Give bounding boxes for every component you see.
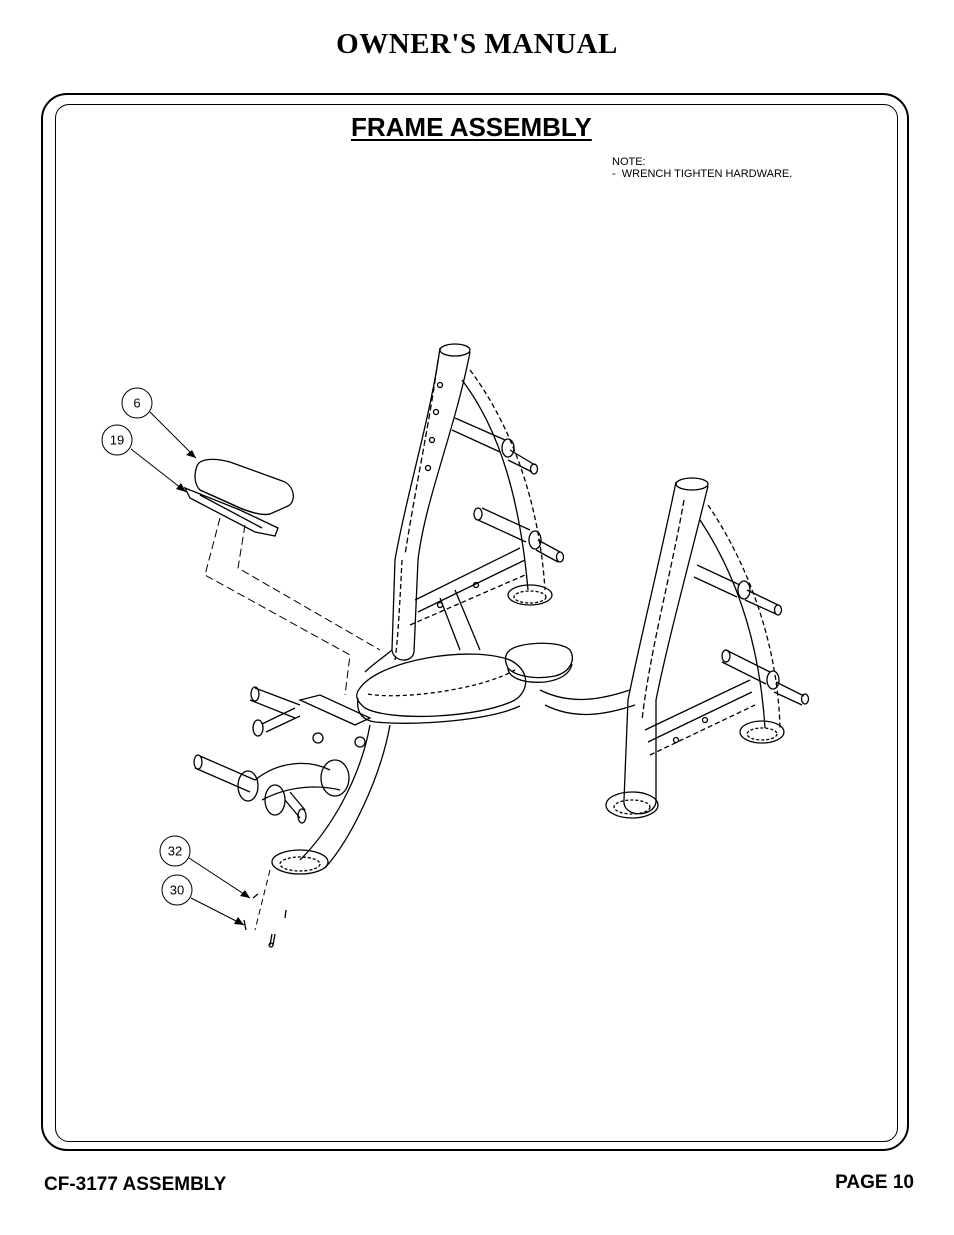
callout-32: 32 bbox=[159, 835, 251, 899]
section-title: FRAME ASSEMBLY bbox=[351, 112, 592, 142]
note-heading: NOTE: bbox=[612, 156, 646, 168]
note-line: - WRENCH TIGHTEN HARDWARE. bbox=[612, 168, 793, 180]
footer-page-number: PAGE 10 bbox=[835, 1172, 914, 1193]
frame-crossmembers bbox=[409, 547, 756, 756]
right-upright bbox=[605, 477, 785, 819]
part-19-bracket bbox=[183, 486, 279, 537]
assembly-note: NOTE: - WRENCH TIGHTEN HARDWARE. bbox=[612, 156, 792, 180]
callout-6-label: 6 bbox=[133, 396, 140, 411]
callout-6: 6 bbox=[121, 387, 197, 459]
left-upright bbox=[364, 343, 553, 673]
left-weight-horns bbox=[451, 417, 565, 563]
footer-model: CF-3177 ASSEMBLY bbox=[44, 1174, 227, 1195]
manual-title: OWNER'S MANUAL bbox=[336, 28, 618, 60]
callout-19: 19 bbox=[101, 424, 187, 493]
callout-32-label: 32 bbox=[168, 844, 182, 859]
right-weight-horns bbox=[693, 564, 810, 706]
callout-30-label: 30 bbox=[170, 883, 184, 898]
part-6-pad bbox=[194, 458, 294, 516]
callout-30: 30 bbox=[161, 874, 245, 926]
part-32-30-bolts bbox=[243, 869, 287, 948]
part-6-19-alignment-lines bbox=[204, 517, 381, 696]
bench-seat-pad bbox=[356, 642, 573, 724]
callout-19-label: 19 bbox=[110, 433, 124, 448]
bench-front-leg bbox=[193, 686, 391, 875]
page-border-outer bbox=[41, 93, 909, 1151]
page-border-inner bbox=[55, 104, 898, 1142]
